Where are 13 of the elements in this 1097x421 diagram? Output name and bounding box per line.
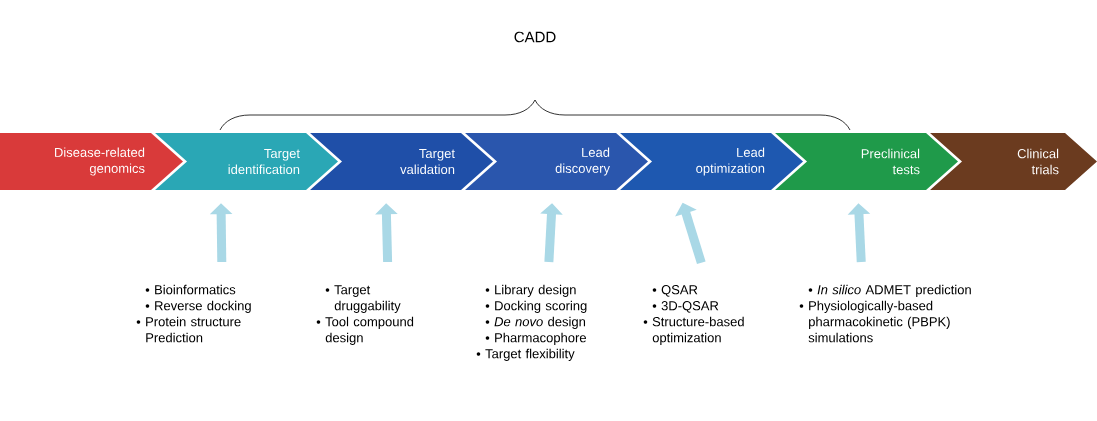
- chevron-step: Target identification: [155, 133, 338, 190]
- brace-label: CADD: [514, 31, 556, 43]
- chevron-step: Lead discovery: [465, 133, 648, 190]
- bullet-list: • Target druggability • Tool compound design: [316, 285, 414, 345]
- bullet-list: • QSAR • 3D-QSAR • Structure-based optimization: [643, 285, 744, 345]
- chevron-step: Clinical trials: [930, 133, 1097, 190]
- chevron-step: Preclinical tests: [775, 133, 958, 190]
- bullet-list: • In silico ADMET prediction • Physiologically-based pharmacokinetic (PBPK) simulations: [799, 284, 971, 343]
- bullet-list: • Library design • Docking scoring • De novo design • Pharmacophore • Target flexibility: [476, 284, 587, 361]
- bullet-list: • Bioinformatics • Reverse docking • Protein structure Prediction: [136, 284, 251, 343]
- chevron-step: Disease-related genomics: [0, 133, 183, 190]
- chevron-step: Lead optimization: [620, 133, 803, 190]
- chevron-step: Target validation: [310, 133, 493, 190]
